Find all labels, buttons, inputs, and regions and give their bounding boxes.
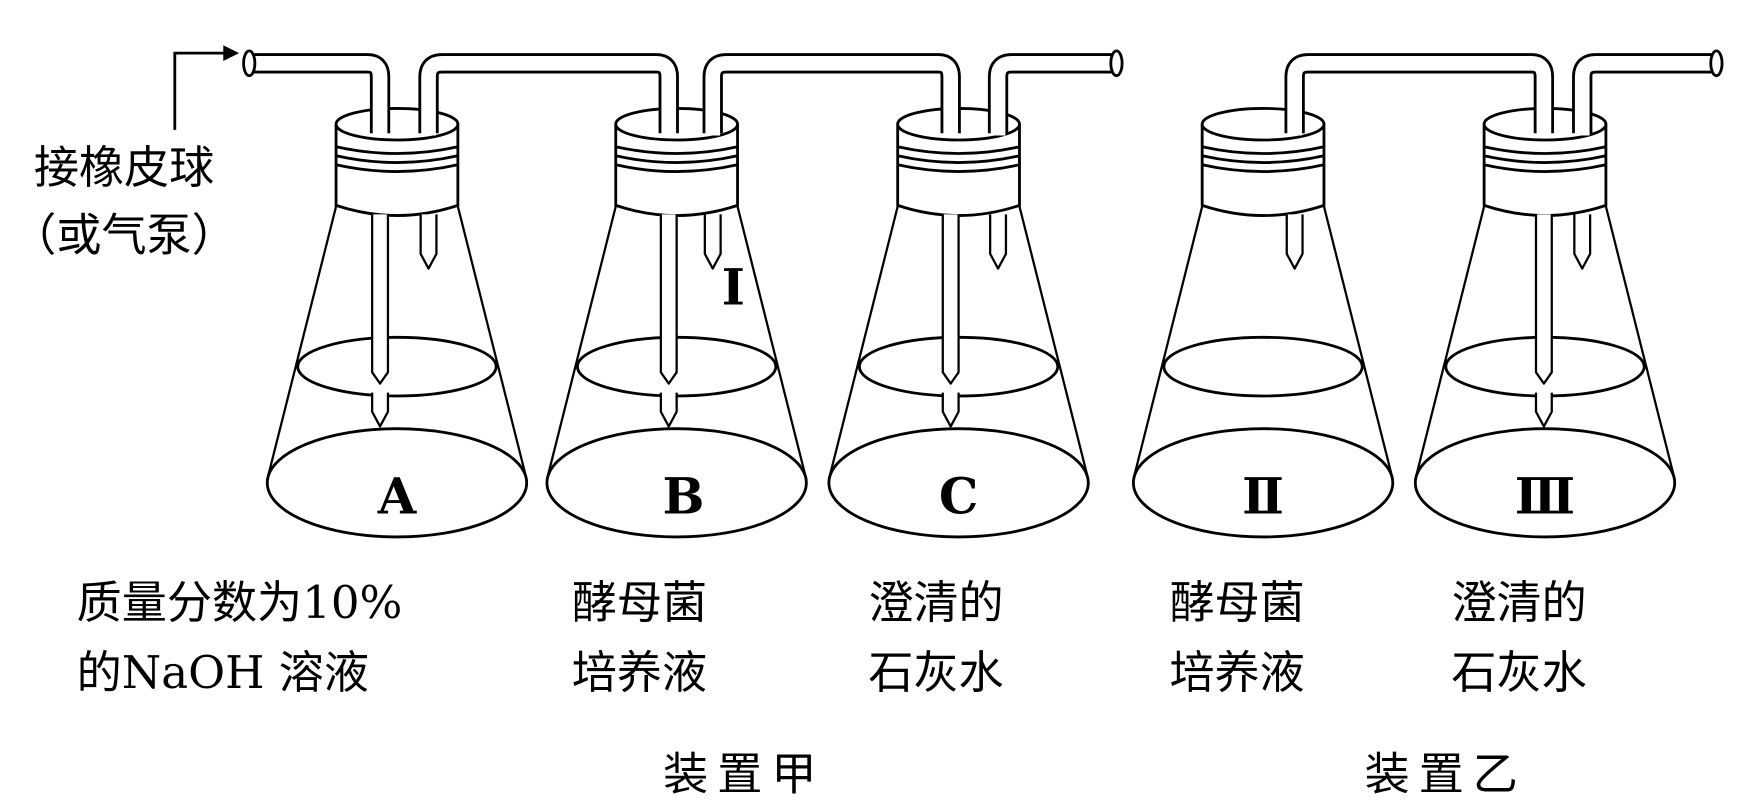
inlet-arrow-icon bbox=[173, 45, 240, 130]
solution-III-line1: 澄清的 bbox=[1451, 576, 1586, 629]
flask-label-C: C bbox=[939, 466, 978, 525]
solution-III-line2: 石灰水 bbox=[1451, 646, 1586, 699]
solution-A-line2: 的NaOH 溶液 bbox=[77, 646, 369, 699]
apparatus-jia-label: 装置甲 bbox=[663, 748, 825, 801]
inlet-label-line1: 接橡皮球 bbox=[34, 141, 214, 194]
flask-label-B: B bbox=[662, 466, 704, 525]
solution-A-line1: 质量分数为10% bbox=[77, 576, 403, 629]
solution-B-line2: 培养液 bbox=[572, 646, 707, 699]
apparatus-yi-label: 装置乙 bbox=[1365, 748, 1527, 801]
glass-tubes bbox=[242, 49, 1724, 428]
solution-II-line1: 酵母菌 bbox=[1169, 576, 1304, 629]
flask-label-II: Ⅱ bbox=[1242, 466, 1284, 525]
marker-I: Ⅰ bbox=[722, 258, 745, 317]
flask-label-III: Ⅲ bbox=[1515, 466, 1575, 525]
solution-II-line2: 培养液 bbox=[1169, 646, 1304, 699]
solution-C-line2: 石灰水 bbox=[868, 646, 1003, 699]
solution-B-line1: 酵母菌 bbox=[572, 576, 707, 629]
inlet-label-line2: （或气泵） bbox=[11, 208, 236, 261]
flask-label-A: A bbox=[377, 466, 418, 525]
solution-C-line1: 澄清的 bbox=[868, 576, 1003, 629]
